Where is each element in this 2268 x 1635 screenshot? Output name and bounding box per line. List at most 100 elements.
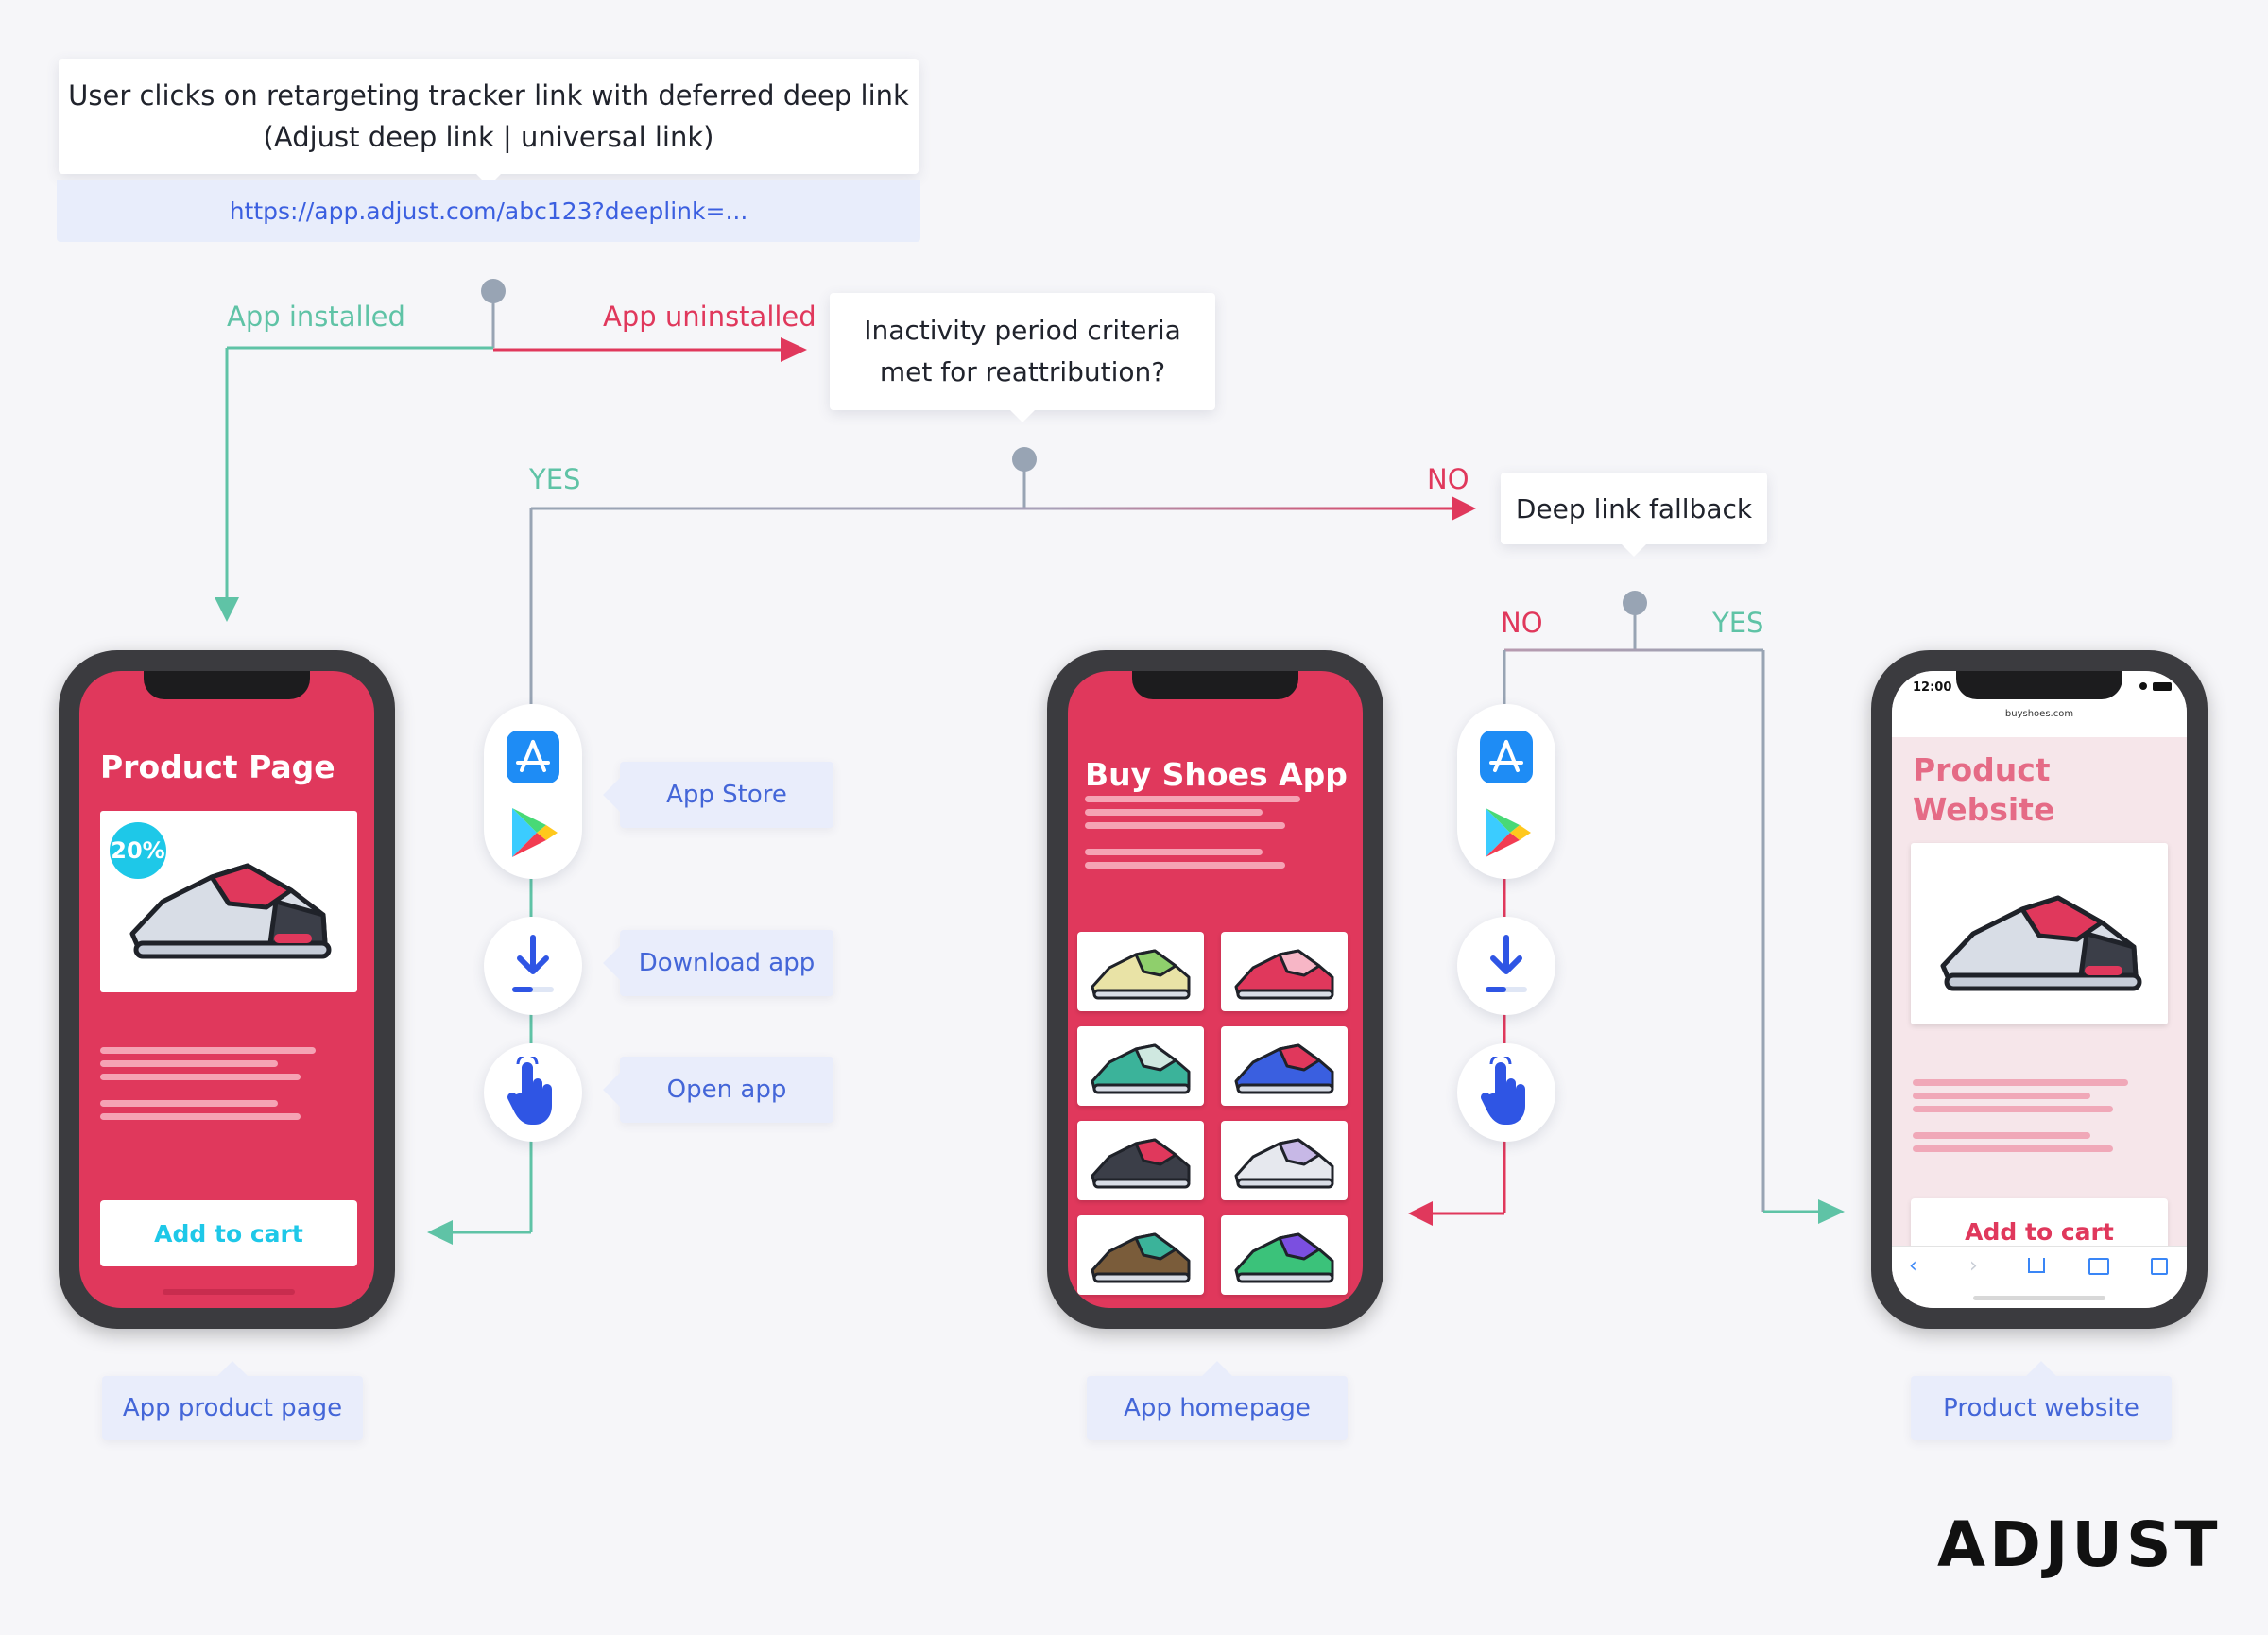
sneaker-icon [1091,949,1191,1000]
product-tile[interactable] [1077,1121,1204,1200]
arrow-to-shoes-app [1408,1201,1433,1226]
phone-product-website: 12:00 buyshoes.com Product Website [1871,650,2208,1329]
sneaker-icon [1234,1043,1334,1094]
text-line [1085,796,1300,802]
tap-hand-icon [507,1057,552,1125]
node-start [481,279,506,303]
text-line [100,1113,301,1120]
text-line [1085,809,1263,816]
browser-toolbar: ‹ › [1892,1246,2187,1308]
decision-box: Inactivity period criteria met for reatt… [830,293,1215,422]
open-step-left[interactable] [484,1043,582,1142]
website-title: Product Website [1913,750,2054,830]
text-line [1913,1079,2128,1086]
product-tile[interactable] [1077,1026,1204,1106]
home-indicator [1973,1296,2105,1300]
tap-hand-icon [1481,1057,1525,1125]
step-label-open: Open app [603,1057,833,1123]
node-fallback [1623,591,1647,615]
node-decision [1012,447,1037,472]
text-line [1085,849,1263,855]
product-tile[interactable] [1221,1121,1348,1200]
sneaker-icon [1234,949,1334,1000]
text-line [100,1074,301,1080]
tabs-icon[interactable] [2151,1258,2168,1275]
text-line [100,1047,316,1054]
app-store-icon[interactable] [507,731,559,783]
google-play-icon[interactable] [1484,806,1533,859]
product-tile[interactable] [1221,1215,1348,1295]
add-to-cart-button[interactable]: Add to cart [100,1200,357,1266]
adjust-logo: ADJUST [1937,1508,2222,1581]
product-tile[interactable] [1077,1215,1204,1295]
store-pill-right[interactable] [1457,704,1555,879]
download-icon [512,935,554,992]
phone-notch [1956,671,2122,699]
step-label-app-store: App Store [603,762,833,828]
start-text-line1: User clicks on retargeting tracker link … [68,79,909,112]
bookmarks-icon[interactable] [2088,1258,2109,1275]
discount-text: 20% [111,837,165,864]
app-store-icon[interactable] [1480,731,1533,783]
text-line [1085,862,1285,869]
open-step-right[interactable] [1457,1043,1555,1142]
arrow-no [1452,496,1476,521]
share-icon[interactable] [2028,1258,2045,1273]
store-pill-left[interactable] [484,704,582,879]
product-tile[interactable] [1221,1026,1348,1106]
product-tile[interactable] [1221,932,1348,1011]
text-line [1085,822,1285,829]
text-line [1913,1093,2090,1099]
back-icon[interactable]: ‹ [1909,1254,1917,1278]
website-product-image[interactable] [1911,843,2168,1024]
label-fallback-yes: YES [1712,607,1764,639]
website-add-to-cart-button[interactable]: Add to cart [1911,1198,2168,1265]
phone-product-page: Product Page 20% Add to cart [59,650,395,1329]
decision-text-line2: met for reattribution? [879,356,1166,387]
start-text-line2: (Adjust deep link | universal link) [263,121,714,153]
sneaker-icon [1940,895,2142,991]
sneaker-icon [1091,1043,1191,1094]
sneaker-icon [1091,1138,1191,1189]
browser-url[interactable]: buyshoes.com [2004,709,2074,719]
arrow-uninstalled [781,337,807,362]
forward-icon[interactable]: › [1969,1254,1978,1278]
label-no: NO [1427,463,1469,495]
arrow-to-product-page [427,1220,453,1245]
phone-shoes-app: Buy Shoes App [1047,650,1383,1329]
product-image-card[interactable]: 20% [100,811,357,992]
product-tile[interactable] [1077,932,1204,1011]
tracker-url[interactable]: https://app.adjust.com/abc123?deeplink=.… [57,180,920,242]
home-indicator [163,1289,295,1295]
label-app-uninstalled: App uninstalled [603,301,816,333]
decision-text-line1: Inactivity period criteria [864,315,1181,346]
fallback-text: Deep link fallback [1515,492,1753,525]
download-step-left[interactable] [484,917,582,1015]
label-yes: YES [529,463,581,495]
discount-badge: 20% [110,822,166,879]
text-line [1913,1106,2113,1112]
start-box: User clicks on retargeting tracker link … [59,59,919,186]
label-fallback-no: NO [1501,607,1543,639]
download-icon [1486,935,1527,992]
caption-product-website: Product website [1911,1361,2172,1440]
status-icons [2139,682,2174,692]
phone-notch [1132,671,1298,699]
google-play-icon[interactable] [510,806,559,859]
sneaker-icon [1091,1232,1191,1283]
sneaker-icon [1234,1232,1334,1283]
status-time: 12:00 [1913,680,1952,695]
download-step-right[interactable] [1457,917,1555,1015]
text-line [1913,1145,2113,1152]
product-page-title: Product Page [100,749,335,785]
shoes-app-title: Buy Shoes App [1085,756,1348,793]
fallback-box: Deep link fallback [1501,473,1767,557]
step-label-download: Download app [603,930,833,996]
website-title-line2: Website [1913,791,2055,828]
arrow-to-website [1818,1199,1845,1224]
label-app-installed: App installed [227,301,405,333]
caption-app-homepage: App homepage [1087,1361,1348,1440]
arrow-installed [215,597,239,622]
